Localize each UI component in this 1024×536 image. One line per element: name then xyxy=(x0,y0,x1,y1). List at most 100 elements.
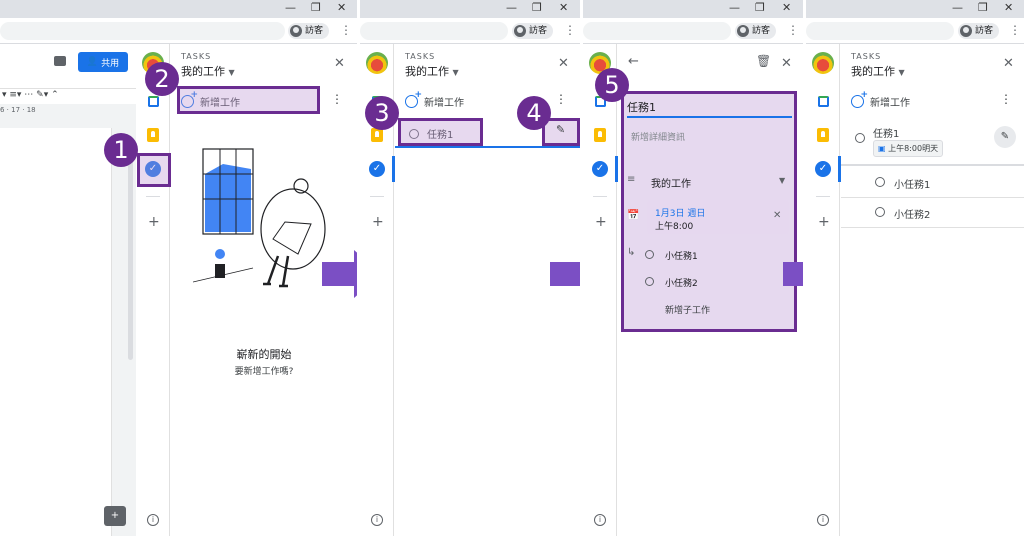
subtask-item[interactable]: 小任務2 xyxy=(841,198,1024,228)
task-title: 任務1 xyxy=(873,129,900,140)
restore-icon[interactable]: ❐ xyxy=(978,1,988,14)
calendar-icon[interactable] xyxy=(148,96,159,107)
tasks-icon[interactable]: ✓ xyxy=(145,161,161,177)
details-field[interactable]: 新增詳細資訊 xyxy=(631,133,686,143)
add-addon-icon[interactable]: + xyxy=(372,214,384,230)
avatar[interactable] xyxy=(366,52,388,74)
subtask-checkbox-icon[interactable] xyxy=(645,277,654,286)
list-selector[interactable]: 我的工作 ▼ xyxy=(181,63,235,79)
add-task-button[interactable]: 新增工作 xyxy=(405,90,464,109)
add-task-button[interactable]: 新增工作 xyxy=(851,90,910,109)
more-options-icon[interactable]: ⋮ xyxy=(555,92,567,106)
subtask-item[interactable]: 小任務1 xyxy=(841,168,1024,198)
info-icon[interactable]: i xyxy=(371,514,383,526)
browser-menu-icon[interactable]: ⋮ xyxy=(787,23,799,37)
close-panel-icon[interactable]: ✕ xyxy=(558,56,569,71)
delete-icon[interactable]: 🗑 xyxy=(756,54,772,68)
close-window-icon[interactable]: ✕ xyxy=(782,1,792,14)
more-options-icon[interactable]: ⋮ xyxy=(1000,92,1012,106)
add-addon-icon[interactable]: + xyxy=(148,214,160,230)
due-date-chip[interactable]: ▣ 上午8:00明天 xyxy=(873,140,944,157)
tasks-icon[interactable]: ✓ xyxy=(369,161,385,177)
close-panel-icon[interactable]: ✕ xyxy=(1003,56,1014,71)
scrollbar[interactable] xyxy=(128,140,133,360)
subtask-row[interactable]: ↳ 小任務1 xyxy=(627,245,792,265)
info-icon[interactable]: i xyxy=(147,514,159,526)
close-window-icon[interactable]: ✕ xyxy=(559,1,569,14)
calendar-icon[interactable] xyxy=(818,96,829,107)
add-addon-icon[interactable]: + xyxy=(595,214,607,230)
subtask-row[interactable]: 小任務2 xyxy=(627,272,792,292)
guest-label: 訪客 xyxy=(305,26,324,36)
guest-profile-button[interactable]: 訪客 xyxy=(512,23,554,39)
add-addon-icon[interactable]: + xyxy=(818,214,830,230)
list-name: 我的工作 xyxy=(181,65,225,78)
frame-separator xyxy=(580,0,583,536)
browser-menu-icon[interactable]: ⋮ xyxy=(340,23,352,37)
guest-profile-button[interactable]: 訪客 xyxy=(958,23,1000,39)
minimize-icon[interactable]: — xyxy=(506,1,517,14)
add-subtask-button[interactable]: 新增子工作 xyxy=(665,306,711,316)
title-bar: — ❐ ✕ xyxy=(583,0,803,18)
date-chip[interactable]: 1月3日 週日 上午8:00 ✕ xyxy=(647,200,789,234)
address-bar[interactable] xyxy=(583,22,731,40)
comment-icon[interactable] xyxy=(54,56,66,66)
tasks-icon[interactable]: ✓ xyxy=(592,161,608,177)
minimize-icon[interactable]: — xyxy=(285,1,296,14)
date-time-row[interactable]: 📅 1月3日 週日 上午8:00 ✕ xyxy=(627,200,792,236)
info-icon[interactable]: i xyxy=(817,514,829,526)
restore-icon[interactable]: ❐ xyxy=(755,1,765,14)
add-task-icon xyxy=(181,90,198,108)
profile-icon xyxy=(960,25,972,37)
more-options-icon[interactable]: ⋮ xyxy=(331,92,343,106)
close-panel-icon[interactable]: ✕ xyxy=(334,56,345,71)
browser-menu-icon[interactable]: ⋮ xyxy=(564,23,576,37)
caret-down-icon: ▼ xyxy=(779,176,786,185)
list-selector[interactable]: 我的工作 ▼ xyxy=(851,63,905,79)
new-task-input[interactable]: 任務1 xyxy=(409,126,453,141)
edit-task-button[interactable]: ✎ xyxy=(994,126,1016,148)
subtask-checkbox-icon[interactable] xyxy=(645,250,654,259)
format-toolbar-icons[interactable]: ▾ ≡▾ ⋯ ✎▾ ⌃ xyxy=(2,90,59,100)
address-bar[interactable] xyxy=(0,22,285,40)
add-task-button[interactable]: 新增工作 xyxy=(181,90,240,109)
add-task-icon xyxy=(405,90,422,108)
browser-menu-icon[interactable]: ⋮ xyxy=(1009,23,1021,37)
keep-icon[interactable] xyxy=(147,128,159,142)
info-icon[interactable]: i xyxy=(594,514,606,526)
restore-icon[interactable]: ❐ xyxy=(311,1,321,14)
restore-icon[interactable]: ❐ xyxy=(532,1,542,14)
avatar[interactable] xyxy=(812,52,834,74)
document-page[interactable] xyxy=(0,128,112,536)
close-window-icon[interactable]: ✕ xyxy=(337,1,347,14)
highlight-task-details xyxy=(621,91,797,332)
address-bar[interactable] xyxy=(806,22,954,40)
close-panel-icon[interactable]: ✕ xyxy=(781,56,792,71)
side-rail: ✓ + i xyxy=(806,44,841,536)
back-arrow-icon[interactable]: ← xyxy=(628,54,639,69)
subtask-checkbox-icon[interactable] xyxy=(875,207,885,217)
keep-icon[interactable] xyxy=(817,128,829,142)
minimize-icon[interactable]: — xyxy=(952,1,963,14)
add-comment-icon[interactable]: + xyxy=(104,506,126,526)
keep-icon[interactable] xyxy=(594,128,606,142)
task-title-text: 任務1 xyxy=(627,101,656,114)
subtask-checkbox-icon[interactable] xyxy=(875,177,885,187)
clear-date-icon[interactable]: ✕ xyxy=(773,210,782,221)
list-selector-row[interactable]: ≡ 我的工作 ▼ xyxy=(627,174,792,192)
tasks-icon[interactable]: ✓ xyxy=(815,161,831,177)
share-button[interactable]: 👤 共用 xyxy=(78,52,128,72)
new-task-row[interactable] xyxy=(395,118,580,148)
guest-profile-button[interactable]: 訪客 xyxy=(735,23,777,39)
guest-profile-button[interactable]: 訪客 xyxy=(288,23,330,39)
task-item[interactable]: 任務1 ▣ 上午8:00明天 ✎ xyxy=(841,118,1024,166)
task-title-field[interactable]: 任務1 xyxy=(627,96,792,118)
edit-pencil-icon[interactable]: ✎ xyxy=(556,123,566,136)
task-checkbox-icon[interactable] xyxy=(409,128,419,139)
keep-icon[interactable] xyxy=(371,128,383,142)
task-checkbox-icon[interactable] xyxy=(855,133,865,143)
list-selector[interactable]: 我的工作 ▼ xyxy=(405,63,459,79)
address-bar[interactable] xyxy=(360,22,508,40)
minimize-icon[interactable]: — xyxy=(729,1,740,14)
close-window-icon[interactable]: ✕ xyxy=(1004,1,1014,14)
